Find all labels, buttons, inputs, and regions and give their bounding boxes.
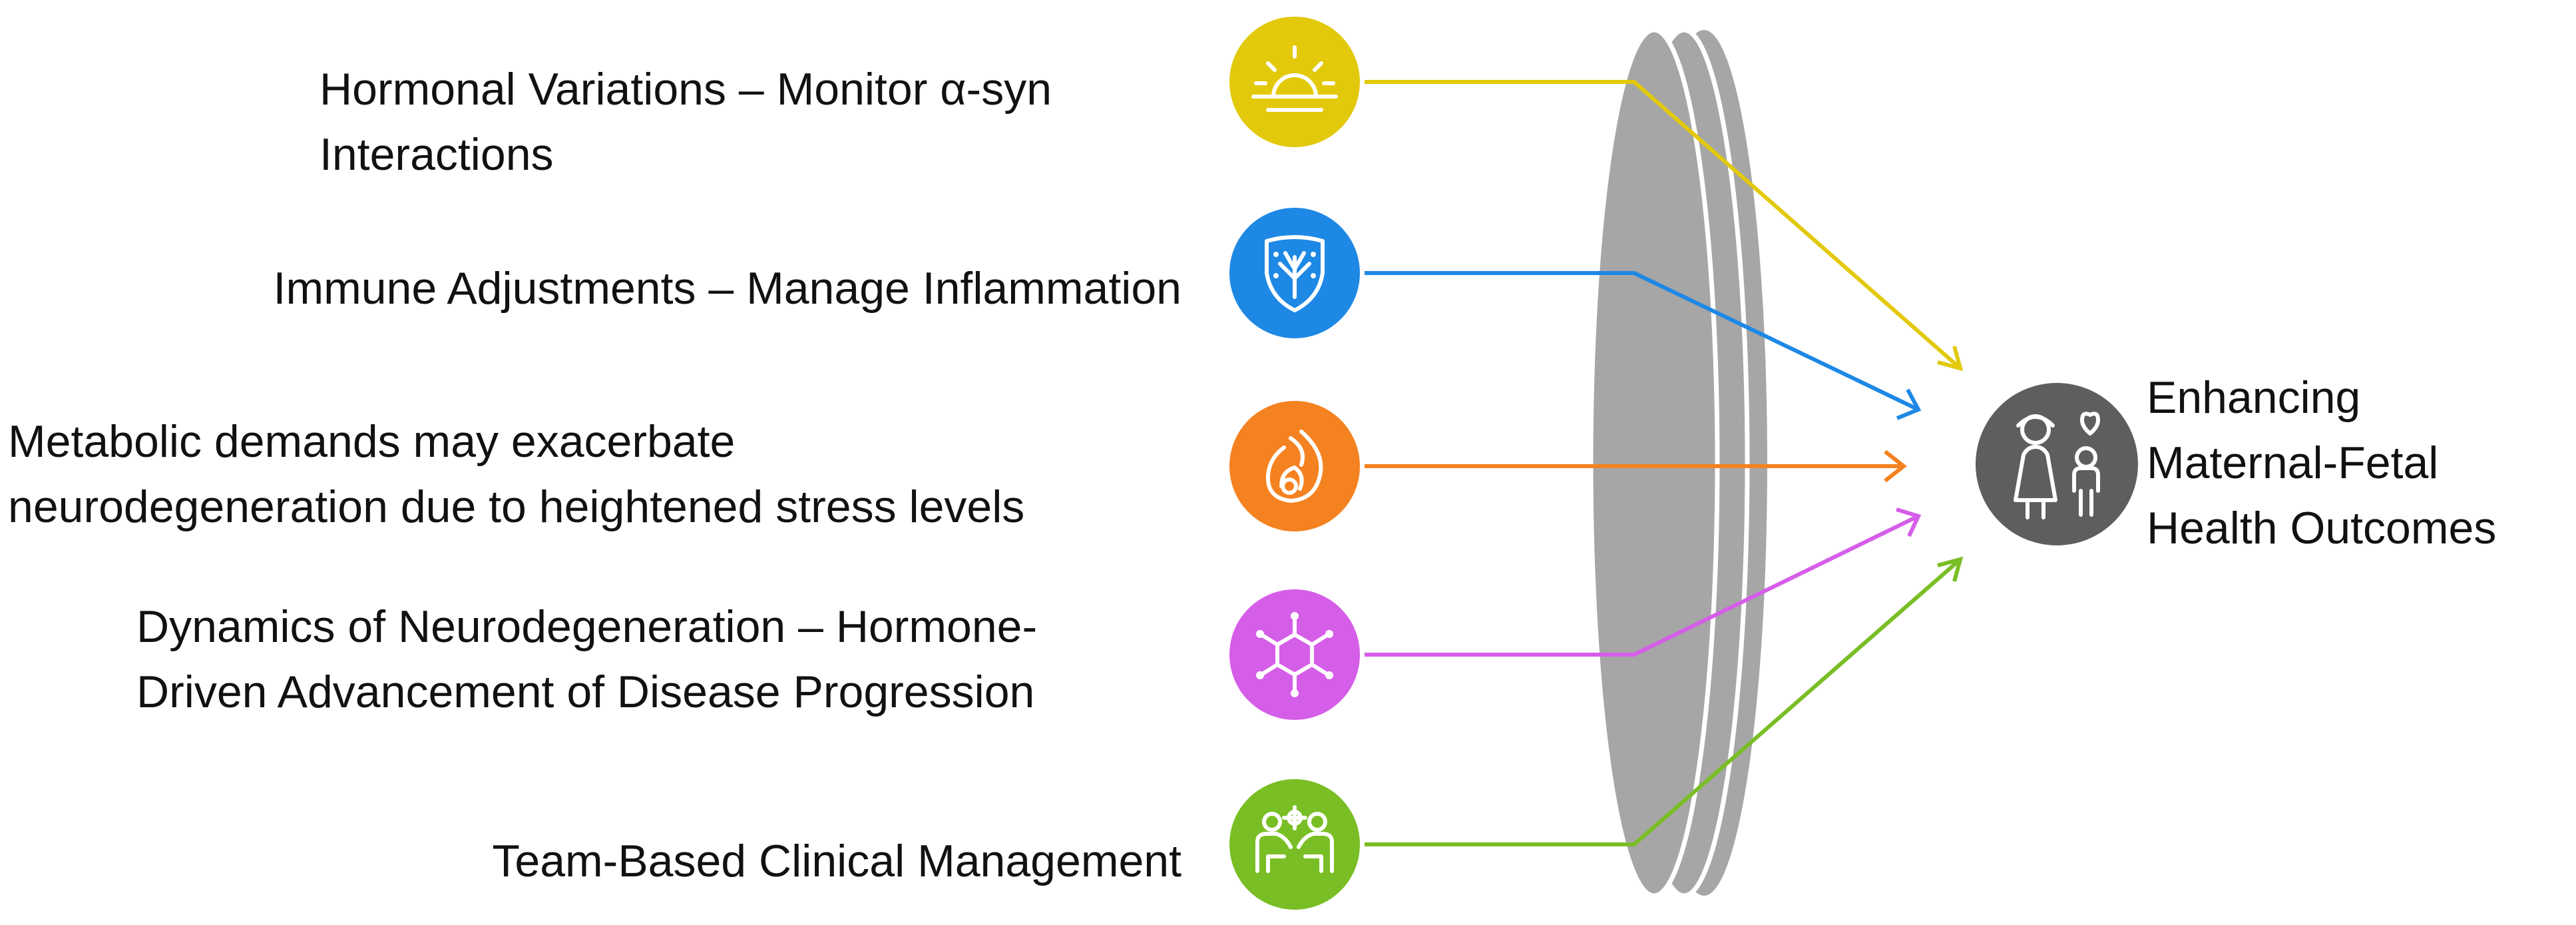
arrow-dynamics (1365, 514, 1920, 657)
arrow-team-head (1937, 556, 1964, 582)
outcome-label: Enhancing Maternal-Fetal Health Outcomes (2147, 365, 2496, 561)
label-hormonal-line-2: Interactions (320, 129, 554, 180)
outcome-line-3: Health Outcomes (2147, 503, 2497, 553)
arrow-immune (1365, 271, 1920, 412)
label-metabolic: Metabolic demands may exacerbate neurode… (8, 409, 1024, 539)
label-hormonal-line-1: Hormonal Variations – Monitor α-syn (320, 64, 1052, 115)
flame-icon (1229, 401, 1360, 531)
arrow-immune-head (1896, 388, 1922, 420)
label-team-line-1: Team-Based Clinical Management (492, 836, 1181, 886)
team-care-icon (1229, 779, 1360, 910)
arrow-hormonal (1365, 80, 1962, 370)
arrow-hormonal-head (1937, 346, 1964, 372)
arrow-team (1365, 557, 1962, 846)
label-metabolic-line-2: neurodegeneration due to heightened stre… (8, 481, 1025, 532)
arrow-dynamics-head (1896, 507, 1922, 537)
shield-immune-icon (1229, 208, 1360, 338)
label-metabolic-line-1: Metabolic demands may exacerbate (8, 416, 736, 467)
arrow-metabolic-head (1884, 450, 1907, 483)
label-team: Team-Based Clinical Management (492, 828, 1181, 894)
label-hormonal: Hormonal Variations – Monitor α-syn Inte… (320, 57, 1052, 187)
label-immune: Immune Adjustments – Manage Inflammation (274, 256, 1181, 321)
lens-front (1588, 27, 1720, 898)
label-immune-line-1: Immune Adjustments – Manage Inflammation (273, 263, 1181, 314)
molecule-icon (1229, 589, 1360, 720)
outcome-line-2: Maternal-Fetal (2147, 438, 2439, 488)
sunrise-icon (1229, 17, 1360, 147)
outcome-line-1: Enhancing (2147, 372, 2361, 423)
label-dynamics-line-1: Dynamics of Neurodegeneration – Hormone- (136, 601, 1038, 652)
mother-child-icon (1976, 383, 2138, 545)
connectors (1365, 80, 1964, 846)
label-dynamics-line-2: Driven Advancement of Disease Progressio… (136, 667, 1035, 717)
lens (1588, 27, 1767, 898)
label-dynamics: Dynamics of Neurodegeneration – Hormone-… (136, 594, 1037, 725)
